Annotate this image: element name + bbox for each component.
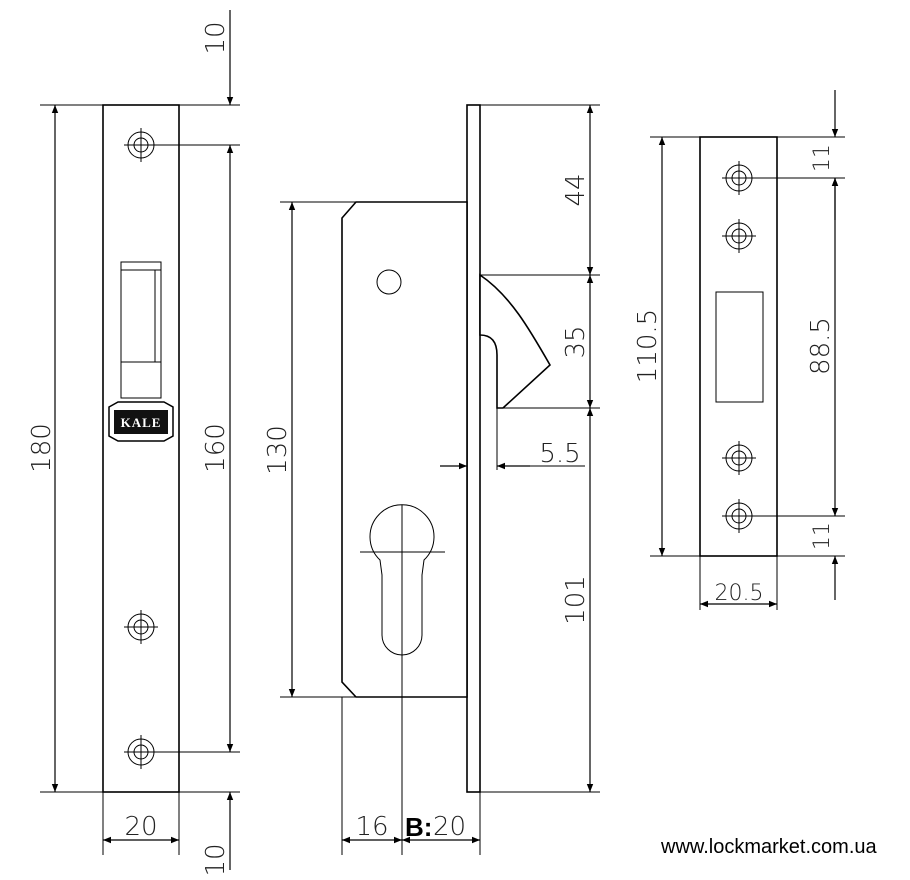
kale-logo: KALE (108, 401, 174, 442)
cylinder-cutout (360, 504, 445, 800)
lock-body-view: 130 44 35 101 5.5 16 B: 20 (263, 104, 600, 855)
faceplate-view: KALE 180 160 10 10 20 (27, 10, 240, 877)
dim-faceplate-width: 20 (124, 812, 157, 842)
faceplate-screw-hole-middle (124, 610, 158, 644)
lock-faceplate-edge (466, 104, 481, 793)
dim-latch-projection: 5.5 (539, 439, 580, 469)
strike-screw-hole-3 (722, 441, 756, 475)
dim-strike-top-offset: 11 (810, 144, 835, 172)
dim-cylinder-center: 101 (561, 575, 591, 625)
dim-strike-bottom-offset: 11 (810, 522, 835, 550)
dim-bottom-offset: 10 (201, 843, 231, 876)
dim-top-offset: 10 (201, 21, 231, 54)
strike-latch-opening (715, 291, 764, 403)
dim-total-height: 180 (27, 423, 57, 473)
dim-strike-width: 20.5 (715, 581, 764, 606)
faceplate-latch-slot (120, 261, 162, 399)
strike-plate-view: 110.5 88.5 11 11 20.5 (633, 90, 845, 610)
strike-plate-outline (699, 136, 778, 557)
strike-screw-hole-2 (722, 219, 756, 253)
dim-latch-top: 44 (561, 173, 591, 206)
faceplate-outline (102, 104, 180, 793)
dim-strike-hole-spacing: 88.5 (806, 317, 836, 375)
dim-latch-height: 35 (561, 325, 591, 358)
dim-hole-spacing: 160 (201, 423, 231, 473)
dim-strike-height: 110.5 (633, 309, 663, 383)
dim-backset-prefix: B: (405, 812, 432, 842)
hook-latch (479, 273, 552, 409)
kale-logo-text: KALE (121, 415, 162, 430)
dim-backset-value: 20 (433, 812, 466, 842)
case-rivet-hole (376, 269, 402, 295)
dim-body-height: 130 (263, 425, 293, 475)
website-url: www.lockmarket.com.ua (661, 836, 877, 858)
lock-case (341, 201, 468, 698)
dim-backset-16: 16 (355, 812, 388, 842)
